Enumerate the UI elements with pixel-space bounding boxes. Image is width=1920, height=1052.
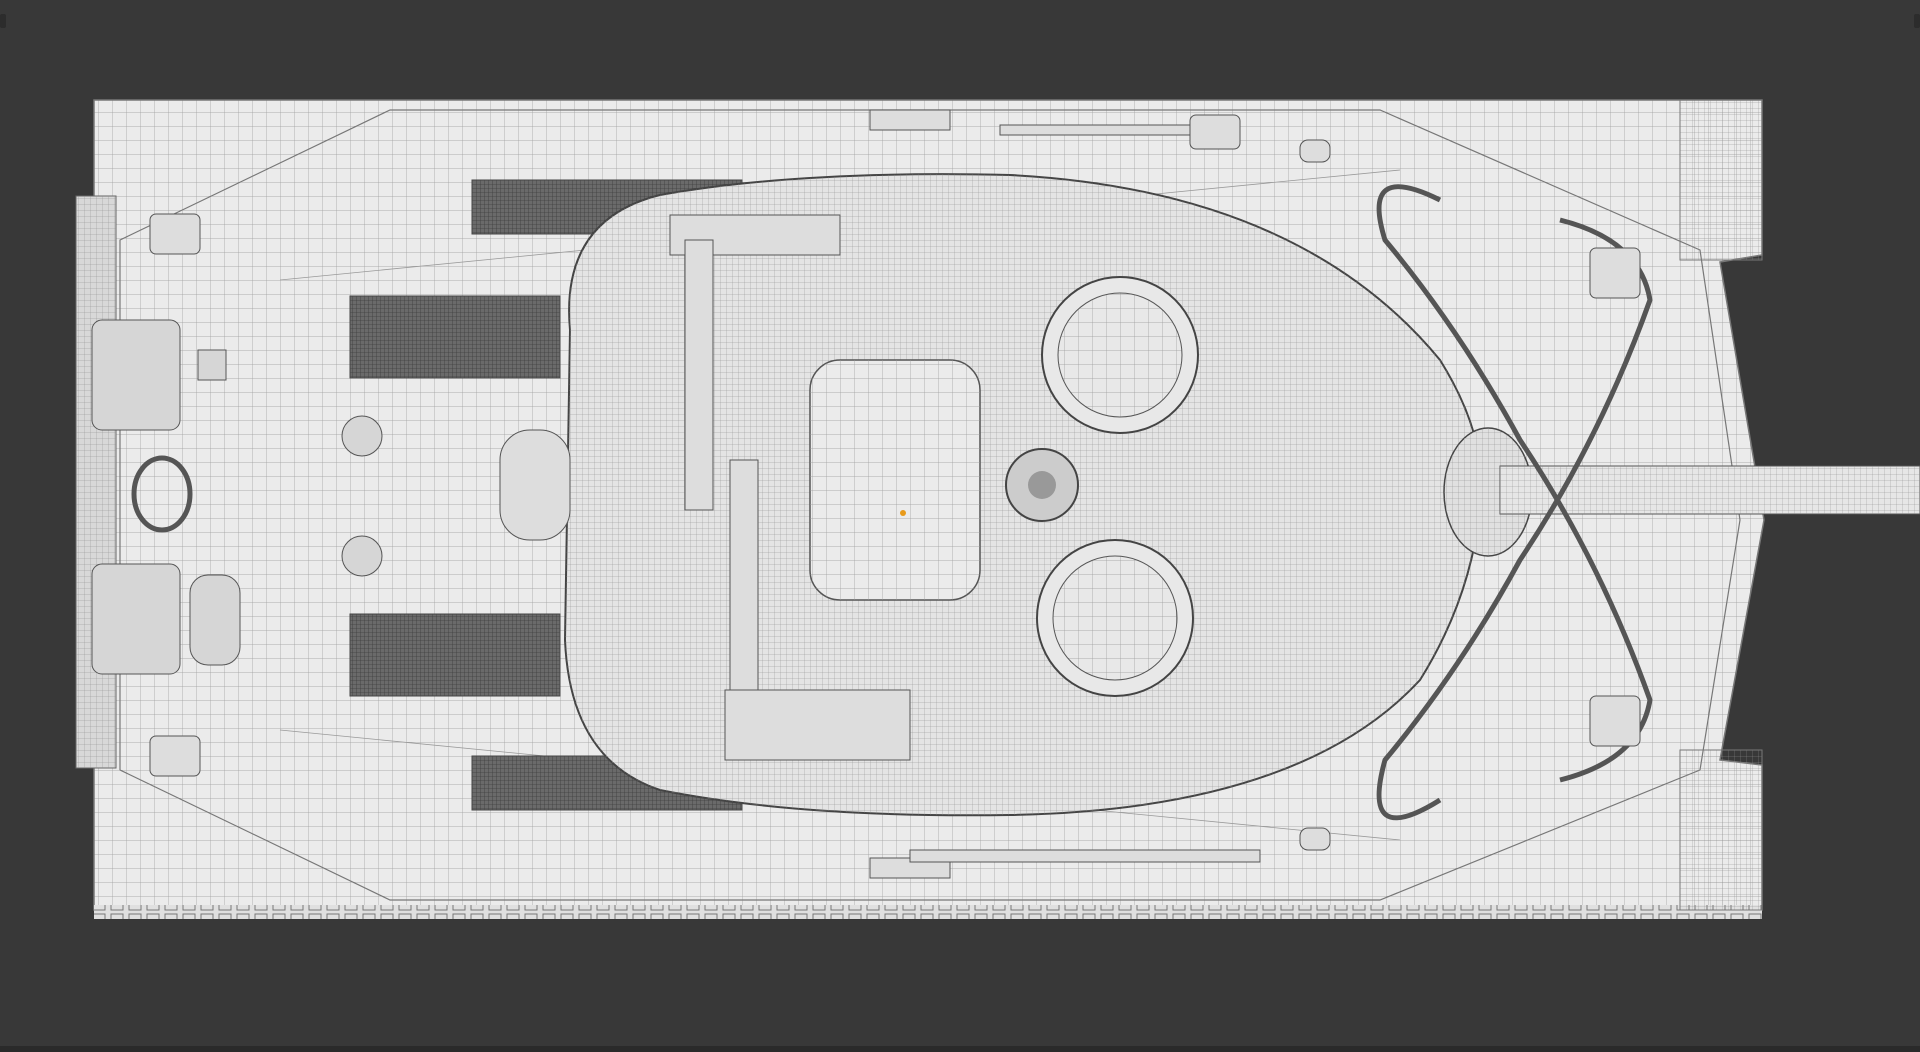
track-tread — [94, 905, 1762, 919]
viewport-bottom-edge — [0, 1046, 1920, 1052]
viewport-right-handle-icon[interactable] — [1914, 14, 1920, 28]
turret — [499, 173, 1533, 817]
origin-marker-icon — [900, 510, 906, 516]
fender-stowage — [149, 109, 1641, 879]
rear-stowage — [91, 319, 383, 675]
viewport-left-handle-icon[interactable] — [0, 14, 6, 28]
tow-cables — [1376, 184, 1653, 821]
